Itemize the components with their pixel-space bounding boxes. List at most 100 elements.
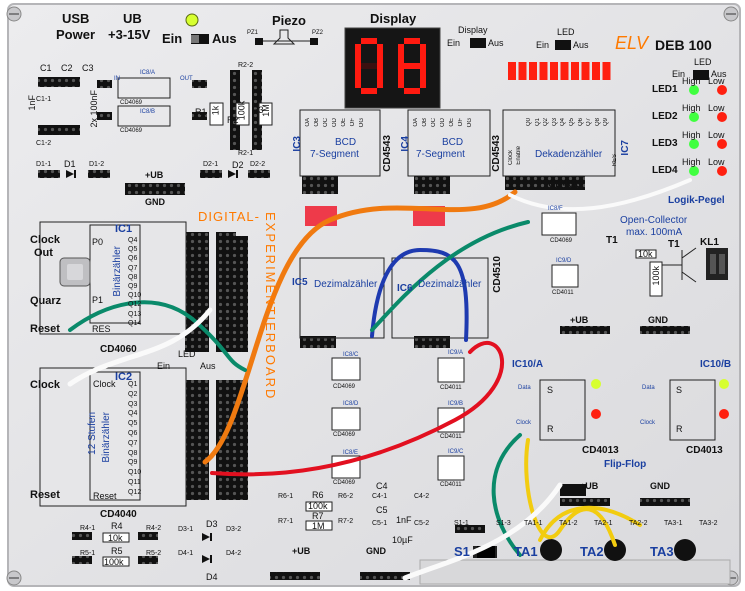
high-label: High xyxy=(682,130,701,140)
ic7-pin-label: Q8 xyxy=(594,118,601,127)
oc-label-1: Open-Collector xyxy=(620,215,688,226)
led-green-icon xyxy=(689,112,699,122)
d4-2-label: D4-2 xyxy=(226,550,242,557)
ic8d-name: IC8/D xyxy=(343,401,359,407)
d3-1-label: D3-1 xyxy=(178,526,194,533)
ff-led-green-b xyxy=(719,379,729,389)
logic-led-label: LED1 xyxy=(652,84,678,95)
high-label: High xyxy=(682,76,701,86)
piezo-label: Piezo xyxy=(272,13,306,28)
ic8c-chip: CD4069 xyxy=(333,384,356,390)
ic1-output-label: Q14 xyxy=(128,319,142,327)
ic7-enable: Enable xyxy=(516,146,522,165)
ic9a-chip: CD4011 xyxy=(440,385,462,391)
r1-value: 1k xyxy=(210,105,221,116)
push-button-ta3[interactable] xyxy=(674,539,696,561)
ic2-output-label: Q1 xyxy=(128,381,138,388)
ic6-title: Dezimalzähler xyxy=(418,279,482,290)
led-right-on: Ein xyxy=(672,69,686,79)
ic1-res: RES xyxy=(92,324,111,334)
ic2-output-label: Q11 xyxy=(128,479,141,486)
cap-c2: C2 xyxy=(61,63,73,73)
ic2-output-label: Q2 xyxy=(128,390,138,398)
ic1-output-label: Q6 xyxy=(128,255,138,263)
logic-level-leds xyxy=(689,85,727,176)
ta-pin-label: TA1-1 xyxy=(524,520,543,527)
ic3-title-2: 7-Segment xyxy=(310,149,359,160)
ic2-output-label: Q4 xyxy=(128,410,138,418)
led-switch-label: LED xyxy=(557,27,575,37)
segment xyxy=(398,44,404,66)
bargraph-led xyxy=(571,62,579,80)
cap-c3: C3 xyxy=(82,63,94,73)
ic2-reset: Reset xyxy=(93,491,117,501)
led-red-icon xyxy=(717,112,727,122)
s1-1-label: S1-1 xyxy=(454,520,469,527)
ub-label-right: +UB xyxy=(570,315,589,325)
led-on-label: Ein xyxy=(536,40,550,50)
ic1-output-label: Q7 xyxy=(128,264,138,272)
ic8e-chip: CD4069 xyxy=(333,480,356,486)
r5-label: R5 xyxy=(111,546,123,556)
ic2-output-label: Q12 xyxy=(128,488,142,496)
diode-icon xyxy=(66,170,238,563)
segment xyxy=(404,63,420,69)
ic2-output-label: Q5 xyxy=(128,420,138,428)
display-switch[interactable] xyxy=(470,38,486,48)
ub-label-bottom-right: +UB xyxy=(580,481,599,491)
t1-label-2: T1 xyxy=(668,239,680,250)
led-switch-top[interactable] xyxy=(555,40,571,50)
r7-label: R7 xyxy=(312,511,324,521)
r6-1-label: R6-1 xyxy=(278,493,294,500)
led-switch-right[interactable] xyxy=(693,70,709,80)
oc-label-2: max. 100mA xyxy=(626,227,683,238)
usb-label: USB xyxy=(62,11,90,26)
ic8c-name: IC8/C xyxy=(343,352,359,358)
ic2-title-1: 12 Stufen xyxy=(87,412,98,455)
power-switch[interactable] xyxy=(191,34,209,44)
seven-segment-digits xyxy=(355,38,426,94)
ic7-pin-label: Q3 xyxy=(551,118,558,127)
bargraph-led xyxy=(602,62,611,80)
ta-pin-label: TA3-1 xyxy=(664,520,683,527)
push-button-ta1[interactable] xyxy=(540,539,562,561)
ic9c-name: IC9/C xyxy=(448,449,464,455)
ub-label-left: +UB xyxy=(145,170,164,180)
ic10a-s: S xyxy=(547,385,554,395)
ub-label-bottom: +UB xyxy=(292,546,311,556)
led-mid-off: Aus xyxy=(200,361,216,371)
ic3-name: IC3 xyxy=(292,136,303,152)
push-button-ta2[interactable] xyxy=(604,539,626,561)
c1-1-label: C1-1 xyxy=(36,96,52,103)
d1-label: D1 xyxy=(64,159,76,169)
ic1-title: Binärzähler xyxy=(112,246,123,297)
ic1-p1: P1 xyxy=(92,295,104,305)
gnd-label-left: GND xyxy=(145,197,165,207)
ic1-output-label: Q12 xyxy=(128,301,142,309)
segment xyxy=(398,66,404,88)
segment xyxy=(355,66,361,88)
led-off-label: Aus xyxy=(573,40,589,50)
switch-flipflop[interactable] xyxy=(560,484,586,496)
wire-teal xyxy=(370,220,530,332)
segment xyxy=(377,66,383,88)
ic7-res: RES xyxy=(612,154,618,167)
r2-2-label: R2-2 xyxy=(238,62,254,69)
ic7-title: Dekadenzähler xyxy=(535,149,603,160)
r7-value: 1M xyxy=(312,521,325,531)
led-red-icon xyxy=(717,139,727,149)
ic3-pin-label: OE xyxy=(341,118,347,127)
high-label: High xyxy=(682,103,701,113)
ic7-pin-label: Q5 xyxy=(569,118,575,127)
model-label: DEB 100 xyxy=(655,37,712,53)
cap-c1: C1 xyxy=(40,63,52,73)
segment xyxy=(420,66,426,88)
ic7-name: IC7 xyxy=(620,140,631,156)
d4-label: D4 xyxy=(206,572,218,582)
c5-label: C5 xyxy=(376,505,388,515)
logic-led-label: LED2 xyxy=(652,111,678,122)
ff-led-green-a xyxy=(591,379,601,389)
ic9d-name: IC9/D xyxy=(556,258,572,264)
c4-value: 1nF xyxy=(396,515,412,525)
ic2-name: IC2 xyxy=(115,371,133,383)
